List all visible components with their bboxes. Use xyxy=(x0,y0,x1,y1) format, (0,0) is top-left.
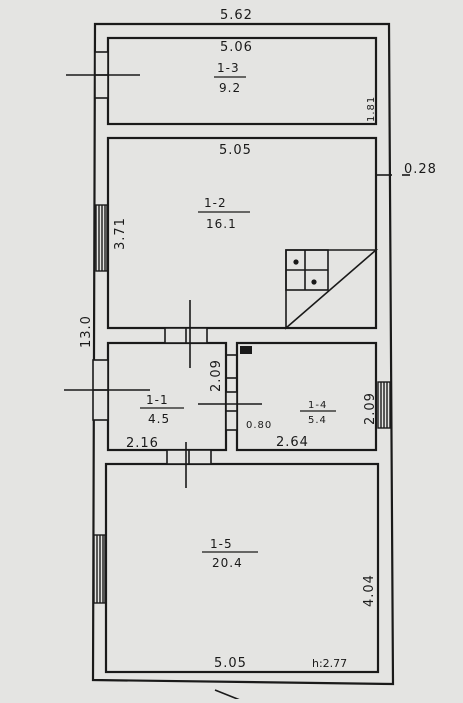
room-1-5-width: 5.05 xyxy=(214,656,247,671)
wall-marks xyxy=(226,174,410,379)
door-between-1-2-and-1-1 xyxy=(164,300,208,368)
door-between-1-1-and-1-4 xyxy=(198,391,262,431)
room-1-2-area: 16.1 xyxy=(206,217,237,231)
room-1-3-width: 5.06 xyxy=(220,40,253,55)
room-1-3-id: 1-3 xyxy=(217,61,240,75)
ceiling-height-note: h:2.77 xyxy=(312,657,347,670)
room-1-4-height: 2.09 xyxy=(363,392,378,425)
door-between-1-1-and-1-5 xyxy=(166,442,212,488)
chimney-block xyxy=(240,346,252,354)
room-1-3-depth: 1.81 xyxy=(366,96,377,122)
bottom-entrance-mark xyxy=(214,689,241,701)
room-1-4-width: 2.64 xyxy=(276,435,309,450)
room-1-1-id: 1-1 xyxy=(146,393,169,407)
wall-thickness-label: 0.28 xyxy=(404,162,437,177)
room-1-2-depth: 3.71 xyxy=(113,217,128,250)
room-1-5-id: 1-5 xyxy=(210,537,233,551)
window-room-1-5 xyxy=(93,534,106,604)
outer-wall xyxy=(91,22,395,686)
room-1-5-area: 20.4 xyxy=(212,556,243,570)
room-1-3-area: 9.2 xyxy=(219,81,241,95)
room-1-4-id: 1-4 xyxy=(308,400,327,411)
window-room-1-4 xyxy=(377,381,391,429)
overall-width-label: 5.62 xyxy=(220,8,253,23)
entrance-door-room-1-1 xyxy=(64,359,150,421)
room-1-2-outline xyxy=(106,136,378,330)
overall-length-label: 13.0 xyxy=(79,315,94,348)
room-1-1-height: 2.09 xyxy=(209,359,224,392)
room-1-2-id: 1-2 xyxy=(204,196,227,210)
door-width-label: 0.80 xyxy=(246,420,272,431)
door-room-1-3 xyxy=(66,51,140,99)
room-1-5-depth: 4.04 xyxy=(362,574,377,607)
room-1-1-width: 2.16 xyxy=(126,436,159,451)
room-1-5-outline xyxy=(104,462,380,674)
room-label-dividers xyxy=(140,76,336,553)
window-room-1-2 xyxy=(95,204,108,272)
stove-symbol xyxy=(285,249,379,330)
room-1-4-area: 5.4 xyxy=(308,415,327,426)
room-1-1-area: 4.5 xyxy=(148,412,170,426)
room-1-2-width: 5.05 xyxy=(219,143,252,158)
